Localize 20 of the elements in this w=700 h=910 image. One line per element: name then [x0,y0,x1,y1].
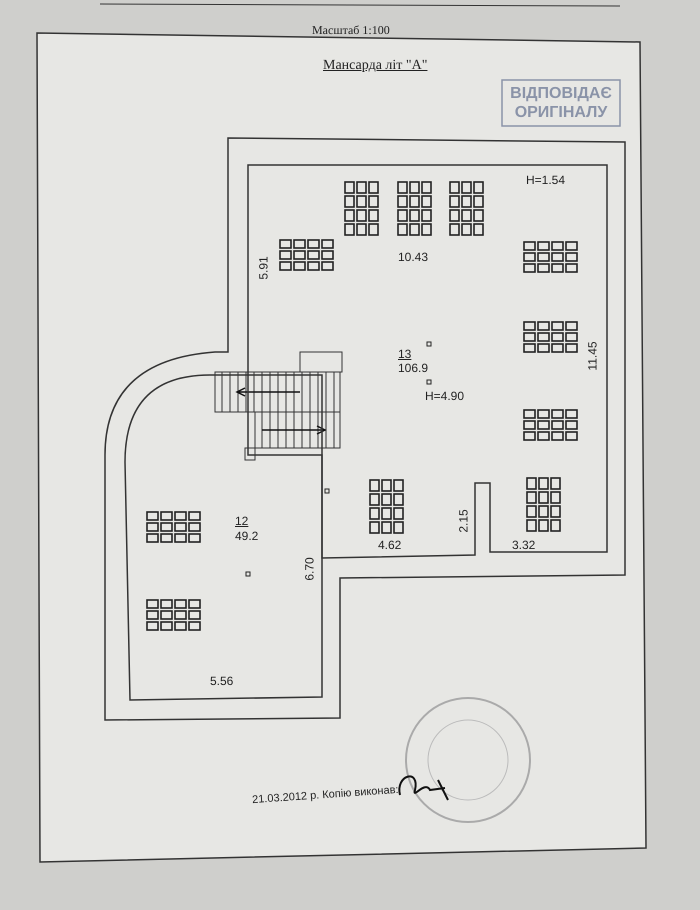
ceiling-height-label: H=1.54 [526,174,566,186]
dimension-label: 2.15 [458,509,470,533]
dimension-label: 5.56 [210,675,234,687]
dimension-label: 4.62 [378,539,402,551]
dimension-label: 6.70 [304,557,316,581]
dimension-label: 10.43 [398,251,428,263]
dimension-label: 11.45 [586,341,599,371]
dimension-label: 3.32 [512,539,536,551]
room-number: 12 [235,515,248,527]
scale-note: Масштаб 1:100 [312,24,390,36]
stamp-text: ВІДПОВІДАЄ ОРИГІНАЛУ [509,84,613,122]
room-area: 106.9 [398,362,428,374]
room-number: 13 [398,348,412,360]
certification-stamp [502,80,620,126]
dimension-label: 5.91 [258,256,270,280]
ceiling-height-label: H=4.90 [425,390,464,402]
plan-title: Мансарда літ "А" [323,58,428,74]
date-signature-note: 21.03.2012 р. Копію виконав: [252,784,399,806]
room [125,372,322,702]
room-area: 49.2 [235,530,258,542]
